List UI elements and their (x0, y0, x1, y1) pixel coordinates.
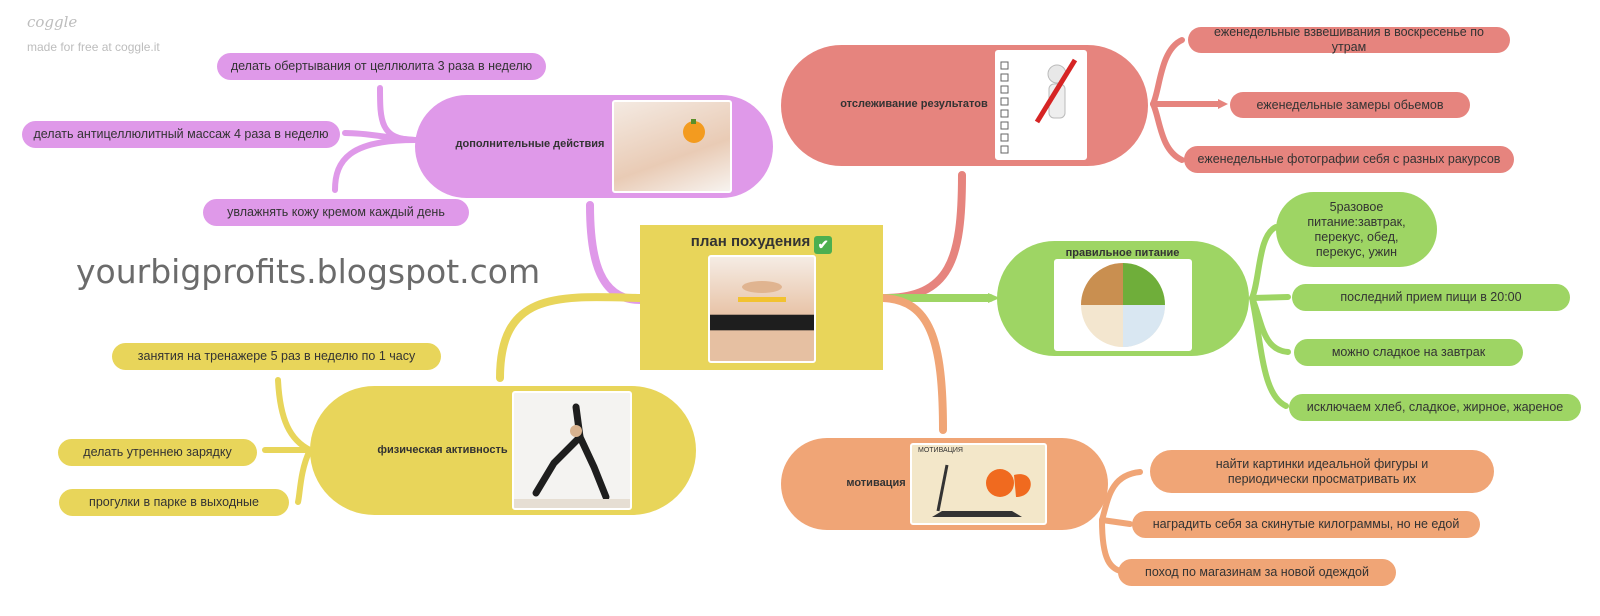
tracking-item-2[interactable]: еженедельные замеры обьемов (1230, 92, 1470, 118)
node-extra-actions-label: дополнительные действия (455, 138, 605, 150)
motivation-item-2[interactable]: наградить себя за скинутые килограммы, н… (1132, 511, 1480, 538)
watermark-text: yourbigprofits.blogspot.com (76, 252, 541, 291)
checklist-photo (995, 50, 1087, 160)
nutrition-item-2[interactable]: последний прием пищи в 20:00 (1292, 284, 1570, 311)
check-mark-icon: ✔ (814, 236, 833, 254)
node-activity-label: физическая активность (377, 444, 508, 456)
node-tracking-label: отслеживание результатов (840, 98, 988, 110)
extra-item-3[interactable]: увлажнять кожу кремом каждый день (203, 199, 469, 226)
coggle-tagline[interactable]: made for free at coggle.it (27, 40, 160, 54)
waist-measure-photo (708, 255, 816, 363)
connector-activity-item-3 (295, 447, 313, 505)
cellulite-photo (612, 100, 732, 193)
activity-item-2[interactable]: делать утреннею зарядку (58, 439, 257, 466)
node-nutrition-label: правильное питание (1065, 247, 1180, 259)
motivation-item-3[interactable]: поход по магазинам за новой одеждой (1118, 559, 1396, 586)
yoga-pose-photo (512, 391, 632, 510)
connector-motivation-item-2 (1099, 517, 1133, 527)
connector-arrow-nutrition (988, 293, 1000, 303)
activity-item-3[interactable]: прогулки в парке в выходные (59, 489, 289, 516)
node-motivation-label: мотивация (846, 477, 906, 489)
nutrition-item-1[interactable]: 5разовое питание:завтрак, перекус, обед,… (1276, 192, 1437, 267)
center-node[interactable]: план похудения✔ (640, 225, 883, 370)
extra-item-2[interactable]: делать антицеллюлитный массаж 4 раза в н… (22, 121, 340, 148)
nutrition-item-3[interactable]: можно сладкое на завтрак (1294, 339, 1523, 366)
center-title: план похудения✔ (640, 233, 883, 254)
tracking-item-1[interactable]: еженедельные взвешивания в воскресенье п… (1188, 25, 1510, 54)
connector-tracking-item-1 (1150, 37, 1185, 107)
connector-motivation (879, 294, 947, 434)
healthy-food-photo (1054, 259, 1192, 351)
tracking-item-3[interactable]: еженедельные фотографии себя с разных ра… (1184, 146, 1514, 173)
motivation-image-caption: МОТИВАЦИЯ (918, 447, 963, 454)
connector-tracking (879, 171, 966, 302)
motivation-item-1[interactable]: найти картинки идеальной фигуры и период… (1150, 450, 1494, 493)
connector-arrow-tracking (1218, 99, 1228, 109)
activity-item-1[interactable]: занятия на тренажере 5 раз в неделю по 1… (112, 343, 441, 370)
extra-item-1[interactable]: делать обертывания от целлюлита 3 раза в… (217, 53, 546, 80)
motivation-squirrel-photo: МОТИВАЦИЯ (910, 443, 1047, 525)
connector-motivation-item-1 (1099, 469, 1143, 523)
nutrition-item-4[interactable]: исключаем хлеб, сладкое, жирное, жареное (1289, 394, 1581, 421)
connector-tracking-item-3 (1150, 101, 1185, 163)
connector-activity-item-1 (275, 377, 313, 453)
connector-extra-item-1 (377, 85, 418, 143)
connector-activity (496, 293, 644, 382)
coggle-logo[interactable]: coggle (27, 13, 78, 31)
connector-nutrition-item-1 (1249, 224, 1279, 301)
connector-extra (586, 201, 644, 304)
connector-nutrition-item-2 (1249, 294, 1291, 301)
connector-extra-item-3 (332, 137, 418, 193)
connector-nutrition-item-4 (1249, 295, 1289, 409)
